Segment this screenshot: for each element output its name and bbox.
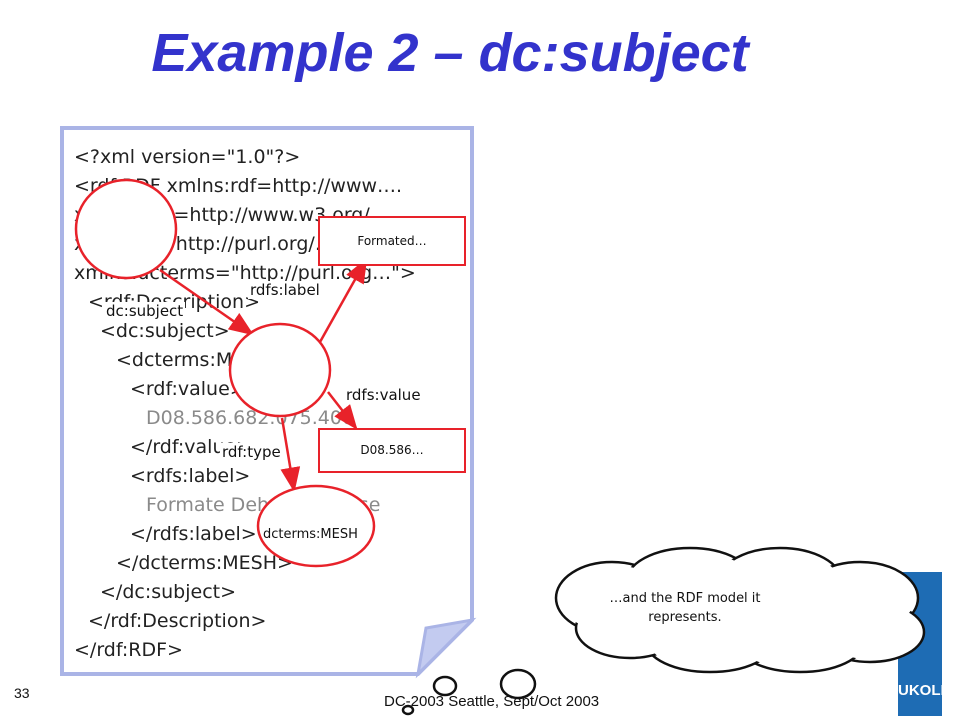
cloud-text-line: represents. <box>648 610 722 625</box>
thought-bubble-medium <box>432 675 458 697</box>
xml-line: <?xml version="1.0"?> <box>74 146 301 168</box>
edge-label-rdf-type: rdf:type <box>220 443 283 461</box>
resource-node-description <box>74 178 178 280</box>
edge-label-dc-subject: dc:subject <box>104 302 186 320</box>
edge-rdfs-value <box>327 391 358 430</box>
slide-title: Example 2 – dc:subject <box>151 23 749 83</box>
cloud-text-line: …and the RDF model it <box>609 591 761 606</box>
edge-label-rdfs-value: rdfs:value <box>344 386 423 404</box>
type-node-mesh <box>256 484 376 568</box>
thought-bubble-large <box>499 668 537 700</box>
xml-line: </rdfs:label> <box>130 523 257 545</box>
edge-dc-subject <box>159 268 255 336</box>
thought-bubble-small <box>401 704 415 716</box>
xml-line: <rdf:value> <box>130 378 246 400</box>
value-literal-box: D08.586… <box>318 428 466 473</box>
cloud-text: …and the RDF model it represents. <box>590 589 780 627</box>
edge-rdfs-label <box>318 257 368 343</box>
edge-label-rdfs-label: rdfs:label <box>248 281 322 299</box>
type-node-label: dcterms:MESH <box>263 527 358 542</box>
xml-line: <dc:subject> <box>100 320 230 342</box>
slide-footer: DC-2003 Seattle, Sept/Oct 2003 <box>384 693 600 710</box>
xml-line: xmlns:dcterms="http://purl.org…"> <box>74 262 416 284</box>
xml-line: </rdf:RDF> <box>74 639 183 661</box>
xml-line: </dcterms:MESH> <box>116 552 293 574</box>
edge-rdf-type <box>280 417 301 493</box>
xml-line: </rdf:Description> <box>88 610 267 632</box>
xml-line: <rdfs:label> <box>130 465 251 487</box>
ukoln-logo-text: UKOLN <box>898 682 952 699</box>
page-fold-corner <box>415 617 477 679</box>
slide-number: 33 <box>14 685 30 701</box>
label-literal-box: Formated… <box>318 216 466 266</box>
resource-node-subject <box>228 322 332 418</box>
xml-line: </dc:subject> <box>100 581 237 603</box>
